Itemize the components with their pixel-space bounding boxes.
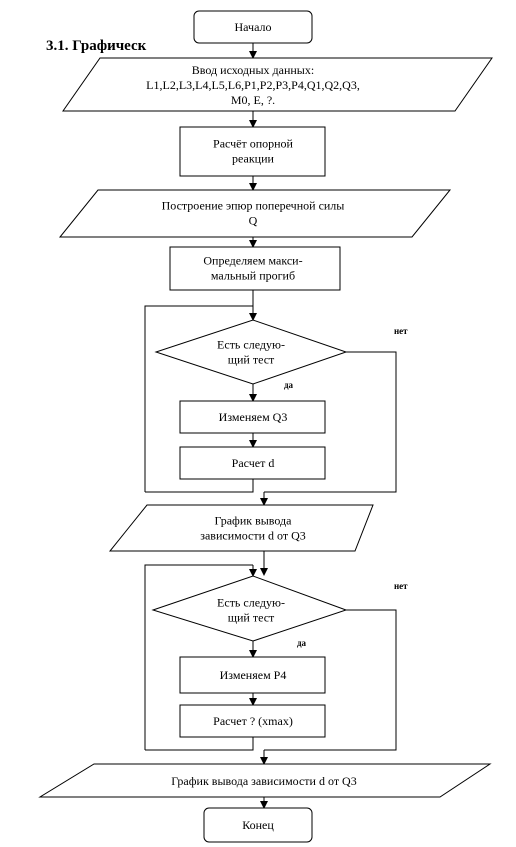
end-terminal: Конец xyxy=(203,807,313,843)
max-deflection-block: Определяем макси-мальный прогиб xyxy=(169,246,341,291)
calc-reaction-block-text-line: реакции xyxy=(232,152,274,166)
calc-xmax-block-text-line: Расчет ? (xmax) xyxy=(213,714,293,728)
next-test-decision-2-text-line: Есть следую- xyxy=(217,596,285,610)
shear-diagram-block-text-line: Q xyxy=(249,214,258,228)
shear-diagram-block-text-line: Построение эпюр поперечной силы xyxy=(162,199,345,213)
change-q3-block-text-line: Изменяем Q3 xyxy=(219,410,288,424)
input-data-block-text-line: Ввод исходных данных: xyxy=(192,63,314,77)
yes-label-1: да xyxy=(284,380,294,390)
max-deflection-block-text-line: Определяем макси- xyxy=(203,254,302,268)
next-test-decision-1-text-line: щий тест xyxy=(228,353,275,367)
change-p4-block: Изменяем P4 xyxy=(179,656,326,694)
start-terminal: Начало xyxy=(193,10,313,44)
yes-label-2: да xyxy=(297,638,307,648)
no-label-1: нет xyxy=(394,326,408,336)
connectors xyxy=(144,43,397,809)
input-data-block-text-line: M0, E, ?. xyxy=(231,93,275,107)
start-terminal-text-line: Начало xyxy=(235,20,272,34)
no-label-2: нет xyxy=(394,581,408,591)
calc-reaction-block-text-line: Расчёт опорной xyxy=(213,137,294,151)
input-data-block-text-line: L1,L2,L3,L4,L5,L6,P1,P2,P3,P4,Q1,Q2,Q3, xyxy=(146,78,360,92)
input-data-block: Ввод исходных данных:L1,L2,L3,L4,L5,L6,P… xyxy=(62,57,493,112)
change-q3-block: Изменяем Q3 xyxy=(179,400,326,434)
section-heading-fragment: 3.1. Графическ xyxy=(46,38,147,54)
calc-d-block: Расчет d xyxy=(179,446,326,480)
graph-output-block-2: График вывода зависимости d от Q3 xyxy=(38,763,492,798)
graph-output-block-1-text-line: зависимости d от Q3 xyxy=(200,529,306,543)
next-test-decision-2-text-line: щий тест xyxy=(228,611,275,625)
graph-output-block-1-text-line: График вывода xyxy=(215,514,293,528)
calc-xmax-block: Расчет ? (xmax) xyxy=(179,704,326,738)
graph-output-block-2-text-line: График вывода зависимости d от Q3 xyxy=(171,774,356,788)
next-test-decision-1: Есть следую-щий тест xyxy=(154,319,348,385)
calc-d-block-text-line: Расчет d xyxy=(232,456,275,470)
next-test-decision-1-text-line: Есть следую- xyxy=(217,338,285,352)
end-terminal-text-line: Конец xyxy=(242,818,274,832)
next-test-decision-2: Есть следую-щий тест xyxy=(151,575,348,642)
max-deflection-block-text-line: мальный прогиб xyxy=(211,269,295,283)
change-p4-block-text-line: Изменяем P4 xyxy=(220,668,287,682)
